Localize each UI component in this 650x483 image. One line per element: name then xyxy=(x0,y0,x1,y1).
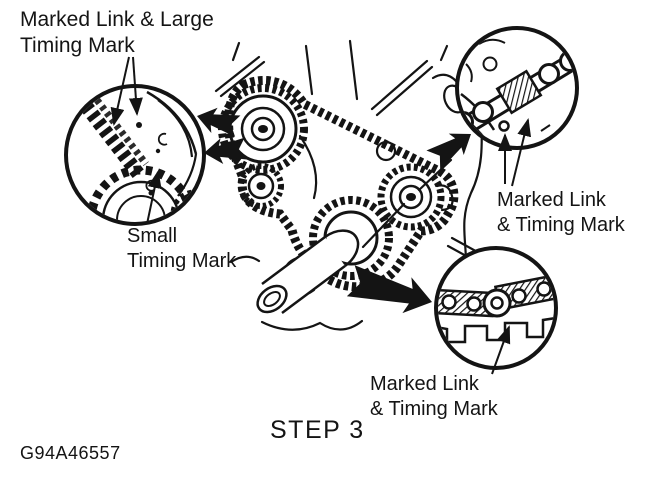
leader-lines xyxy=(110,56,532,375)
callout-text-line: Marked Link xyxy=(497,189,606,211)
callout-text-line: Timing Mark xyxy=(20,34,135,57)
callout-marked-link-timing-mark-bottom: Marked Link & Timing Mark xyxy=(370,372,498,422)
callout-arrows xyxy=(197,107,471,314)
callout-marked-link-timing-mark-right: Marked Link & Timing Mark xyxy=(497,188,625,238)
crankshaft-cylinder xyxy=(256,229,360,315)
callout-text-line: & Timing Mark xyxy=(370,398,498,420)
callout-marked-link-large-timing-mark: Marked Link & Large Timing Mark xyxy=(20,7,214,59)
inset-top-right-magnified-view xyxy=(455,26,579,150)
callout-text-line: Small xyxy=(127,225,178,247)
callout-small-timing-mark: Small Timing Mark xyxy=(127,224,236,274)
callout-text-line: & Timing Mark xyxy=(497,214,625,236)
callout-arrow-top-right xyxy=(426,133,471,171)
figure-code: G94A46557 xyxy=(20,443,121,463)
callout-text-line: Timing Mark xyxy=(127,250,237,272)
callout-arrow-left-upper xyxy=(197,107,241,137)
callout-arrow-bottom-right xyxy=(346,265,432,314)
callout-text-line: Marked Link & Large xyxy=(20,8,214,31)
callout-arrow-left-lower xyxy=(204,137,247,165)
callout-text-line: Marked Link xyxy=(370,373,479,395)
balance-shaft-sprocket xyxy=(377,163,445,231)
idler-gear xyxy=(238,163,284,209)
step-label: STEP 3 xyxy=(270,416,365,444)
inset-bottom-right-magnified-view xyxy=(434,246,558,370)
